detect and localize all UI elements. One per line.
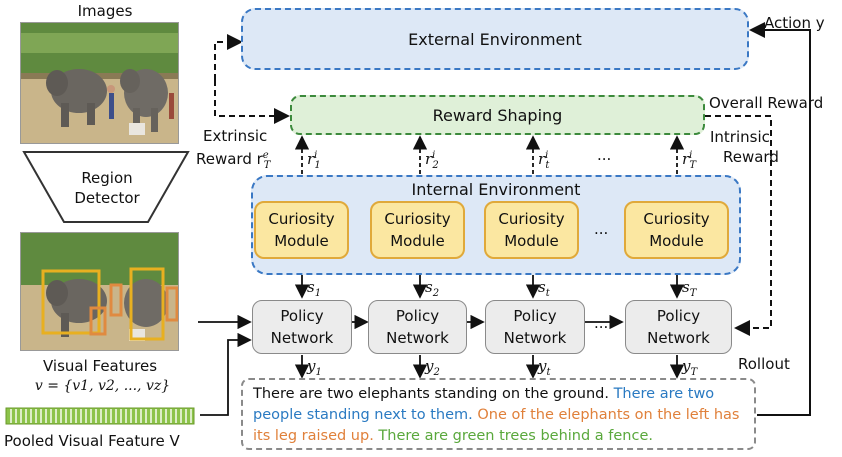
state-s2-subscript: 2 — [432, 288, 440, 299]
policy-network-1: Policy Network — [252, 300, 352, 354]
region-detector-shape — [22, 151, 190, 223]
reward-r2: ri2 — [425, 150, 439, 171]
reward-rt-symbol: r — [538, 150, 546, 168]
output-yT-subscript: T — [690, 367, 698, 378]
curiosity-module-1: Curiosity Module — [254, 201, 349, 259]
reward-rt-subscript: t — [545, 160, 550, 171]
extrinsic-reward-label: Reward reT — [196, 150, 271, 171]
state-sT-subscript: T — [689, 288, 697, 299]
state-st: st — [538, 278, 550, 303]
output-y1: y1 — [307, 357, 322, 382]
state-sT: sT — [682, 278, 696, 303]
curiosity-ellipsis: ... — [594, 220, 609, 238]
reward-r1-subscript: 1 — [314, 160, 321, 171]
state-s1-subscript: 1 — [314, 288, 322, 299]
output-yt-subscript: t — [546, 367, 551, 378]
caption-sentence-2: There are two people standing next to th… — [253, 386, 715, 423]
reward-r1: ri1 — [307, 150, 321, 171]
curiosity-module-2: Curiosity Module — [370, 201, 465, 259]
region-detector-label: Region Detector — [74, 169, 140, 207]
internal-environment-label: Internal Environment — [411, 180, 581, 199]
reward-r2-symbol: r — [425, 150, 433, 168]
state-s2-symbol: s — [425, 278, 433, 296]
pooled-visual-feature-label: Pooled Visual Feature V — [4, 432, 180, 450]
reward-rT: riT — [682, 150, 697, 171]
reward-rt: rit — [538, 150, 550, 171]
reward-shaping-label: Reward Shaping — [432, 105, 563, 125]
state-st-symbol: s — [538, 278, 546, 296]
elephant-photo-illustration — [21, 23, 178, 143]
elephant-image — [20, 22, 179, 144]
output-y2-subscript: 2 — [433, 367, 440, 378]
visual-features-label: Visual Features — [42, 357, 158, 375]
extrinsic-reward-text: Reward r — [196, 150, 263, 168]
output-y1-subscript: 1 — [315, 367, 322, 378]
caption-sentence-1: There are two elephants standing on the … — [253, 386, 609, 402]
detected-regions-illustration — [21, 233, 178, 350]
policy-network-3: Policy Network — [485, 300, 585, 354]
caption-sentence-4: There are green trees behind a fence. — [378, 428, 654, 444]
action-label: Action y — [764, 14, 825, 32]
state-s2: s2 — [425, 278, 439, 303]
reward-rT-symbol: r — [682, 150, 690, 168]
output-yt: yt — [538, 357, 551, 382]
state-st-subscript: t — [545, 288, 550, 299]
caption-sentence-3: One of the elephants on the left has its… — [253, 407, 740, 444]
reward-r1-symbol: r — [307, 150, 315, 168]
reward-rT-subscript: T — [689, 160, 697, 171]
curiosity-module-4: Curiosity Module — [624, 201, 729, 259]
extrinsic-label: Extrinsic — [203, 127, 268, 145]
output-yt-symbol: y — [538, 357, 547, 375]
output-yT: yT — [682, 357, 697, 382]
reward-shaping: Reward Shaping — [290, 95, 705, 135]
rollout-label: Rollout — [738, 355, 790, 373]
policy-ellipsis: ... — [594, 314, 609, 332]
output-y2-symbol: y — [425, 357, 434, 375]
curiosity-module-3: Curiosity Module — [484, 201, 579, 259]
state-sT-symbol: s — [682, 278, 690, 296]
generated-paragraph: There are two elephants standing on the … — [241, 378, 756, 450]
intrinsic-reward-label: Reward — [723, 148, 779, 166]
state-s1-symbol: s — [307, 278, 315, 296]
visual-features-formula: v = {v1, v2, ..., vz} — [34, 378, 171, 394]
policy-network-2: Policy Network — [368, 300, 467, 354]
external-environment: External Environment — [241, 8, 749, 70]
reward-r2-subscript: 2 — [432, 160, 439, 171]
external-environment-label: External Environment — [408, 29, 582, 49]
images-label: Images — [77, 2, 133, 20]
output-y1-symbol: y — [307, 357, 316, 375]
state-s1: s1 — [307, 278, 321, 303]
detected-regions-image — [20, 232, 179, 351]
intrinsic-label: Intrinsic — [710, 128, 770, 146]
overall-reward-label: Overall Reward — [709, 94, 824, 112]
output-y2: y2 — [425, 357, 440, 382]
output-yT-symbol: y — [682, 357, 691, 375]
reward-ellipsis: ... — [597, 146, 612, 164]
policy-network-4: Policy Network — [625, 300, 732, 354]
pooled-feature-bar — [5, 407, 195, 425]
